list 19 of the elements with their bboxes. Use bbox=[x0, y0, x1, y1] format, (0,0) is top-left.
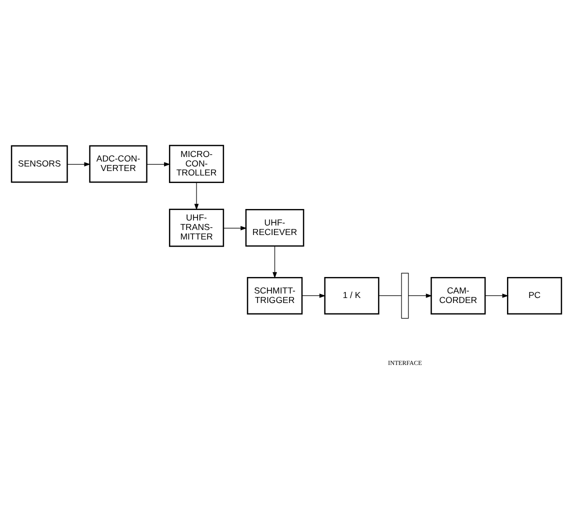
node-box: UHF- RECIEVER bbox=[245, 208, 304, 246]
node-box: MICRO- CON- TROLLER bbox=[168, 144, 224, 183]
node-box: SCHMITT- TRIGGER bbox=[246, 276, 303, 314]
arrow bbox=[146, 162, 170, 166]
arrow bbox=[484, 293, 509, 298]
node-box: UHF- TRANS- MITTER bbox=[168, 208, 224, 246]
arrow bbox=[223, 225, 247, 230]
arrow bbox=[194, 182, 199, 210]
connector bbox=[378, 294, 402, 296]
node-box: SENSORS bbox=[10, 144, 68, 182]
node-box: PC bbox=[507, 276, 562, 314]
node-bar bbox=[401, 272, 409, 318]
node-box: 1 / K bbox=[324, 276, 380, 314]
node-box: ADC-CON- VERTER bbox=[89, 144, 148, 182]
node-box: CAM- CORDER bbox=[430, 276, 486, 314]
arrow bbox=[302, 293, 326, 298]
arrow bbox=[67, 162, 90, 166]
arrow bbox=[272, 245, 277, 278]
arrow bbox=[408, 293, 432, 298]
